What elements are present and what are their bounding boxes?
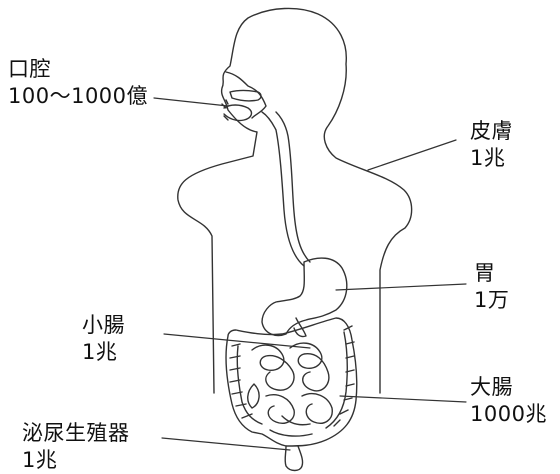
- label-skin: 皮膚 1兆: [470, 118, 513, 172]
- large-intestine-shape: [226, 318, 357, 446]
- face-profile: [226, 72, 266, 118]
- skin-name: 皮膚: [470, 118, 513, 145]
- urogenital-count: 1兆: [22, 447, 130, 474]
- small-intestine-count: 1兆: [82, 339, 125, 366]
- stomach-count: 1万: [474, 287, 509, 314]
- body-outline: [178, 8, 412, 393]
- label-stomach: 胃 1万: [474, 260, 509, 314]
- label-large-intestine: 大腸 1000兆: [470, 374, 547, 428]
- nasal-cavity: [230, 91, 261, 101]
- mouth-name: 口腔: [8, 56, 148, 83]
- small-intestine-shape: [248, 343, 333, 436]
- stomach-name: 胃: [474, 260, 509, 287]
- leader-skin: [368, 140, 456, 170]
- urogenital-name: 泌尿生殖器: [22, 420, 130, 447]
- stomach-shape: [262, 258, 347, 335]
- label-mouth: 口腔 100～1000億: [8, 56, 148, 110]
- leader-large-intestine: [340, 396, 466, 402]
- tongue: [224, 105, 251, 121]
- leader-small-intestine: [164, 334, 310, 348]
- large-intestine-count: 1000兆: [470, 401, 547, 428]
- label-small-intestine: 小腸 1兆: [82, 312, 125, 366]
- label-urogenital: 泌尿生殖器 1兆: [22, 420, 130, 474]
- mouth-count: 100～1000億: [8, 83, 148, 110]
- skin-count: 1兆: [470, 145, 513, 172]
- leader-stomach: [336, 284, 466, 290]
- leader-mouth: [154, 98, 228, 106]
- small-intestine-name: 小腸: [82, 312, 125, 339]
- esophagus: [262, 112, 304, 266]
- large-intestine-name: 大腸: [470, 374, 547, 401]
